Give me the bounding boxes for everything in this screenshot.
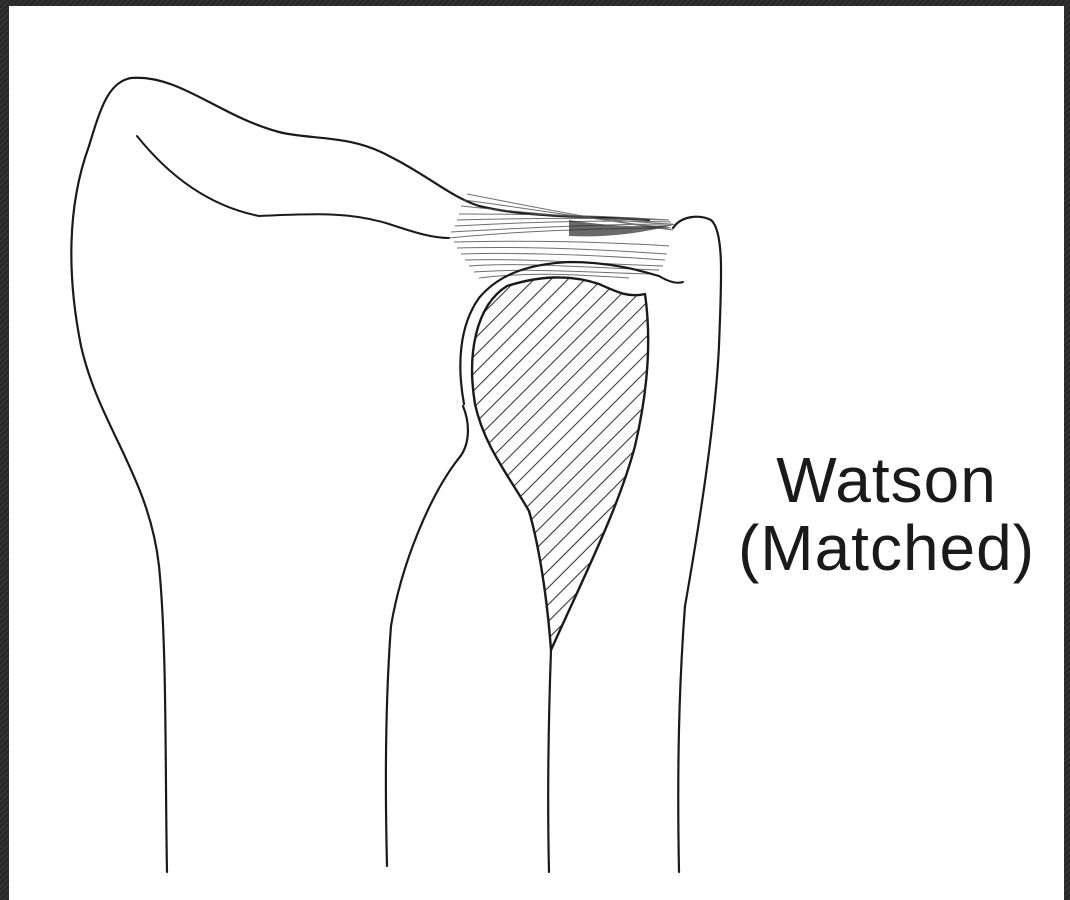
ulna-head-inner-line bbox=[659, 276, 683, 283]
caption-line-1: Watson bbox=[709, 446, 1064, 514]
hatched-resection-area bbox=[472, 277, 648, 650]
articular-surface-line bbox=[137, 136, 449, 238]
caption-line-2: (Matched) bbox=[709, 514, 1064, 582]
shaft-line-below-hatch bbox=[548, 650, 551, 872]
technique-caption: Watson (Matched) bbox=[709, 446, 1064, 582]
illustration-panel: Watson (Matched) bbox=[9, 6, 1064, 900]
radius-inner-shaft-line bbox=[386, 406, 468, 866]
